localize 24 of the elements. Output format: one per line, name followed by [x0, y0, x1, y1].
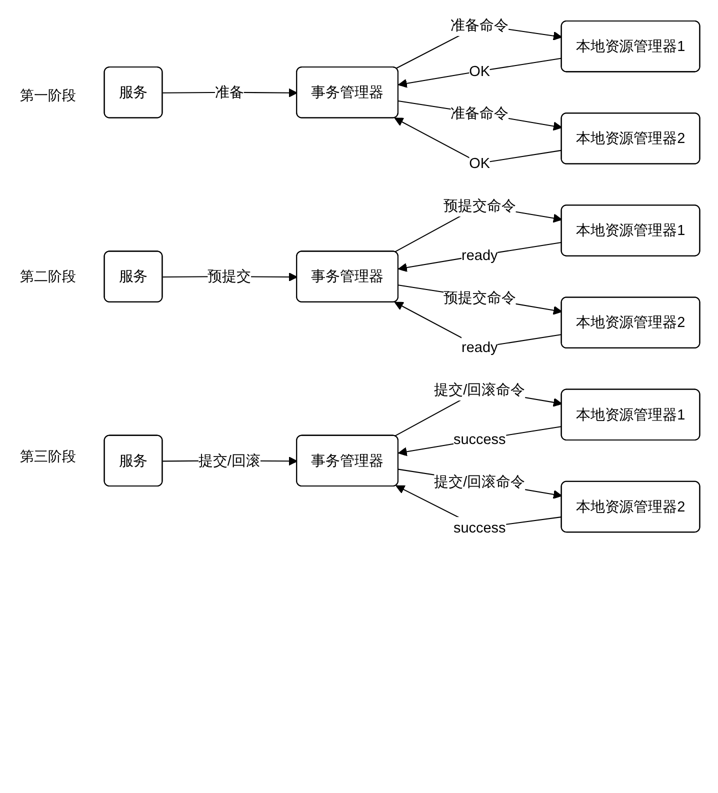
edge-label: 准备命令 [450, 104, 509, 122]
edge-label: OK [469, 154, 490, 172]
edge-label: 预提交 [208, 268, 252, 284]
edge-label: OK [469, 62, 490, 79]
edge-label: success [453, 519, 506, 536]
edge-label: ready [462, 246, 498, 264]
edge-label: success [453, 430, 506, 448]
edge-label: 预提交命令 [443, 288, 516, 306]
arrow [398, 242, 562, 272]
arrow [398, 100, 562, 131]
edge-label: ready [462, 338, 498, 356]
arrow [398, 58, 562, 88]
arrow [398, 284, 562, 315]
stage-label: 第二阶段 [19, 268, 77, 286]
stage-label: 第三阶段 [19, 448, 77, 466]
edge-label: 提交/回滚 [198, 452, 260, 468]
edge-label: 提交/回滚命令 [434, 473, 526, 490]
edge-label: 提交/回滚命令 [434, 381, 526, 398]
edge-label: 准备 [214, 84, 244, 100]
arrow [398, 426, 562, 456]
edge-label: 预提交命令 [443, 196, 516, 214]
stage-label: 第一阶段 [19, 87, 77, 106]
edge-label: 准备命令 [450, 16, 509, 33]
arrow [394, 118, 562, 164]
